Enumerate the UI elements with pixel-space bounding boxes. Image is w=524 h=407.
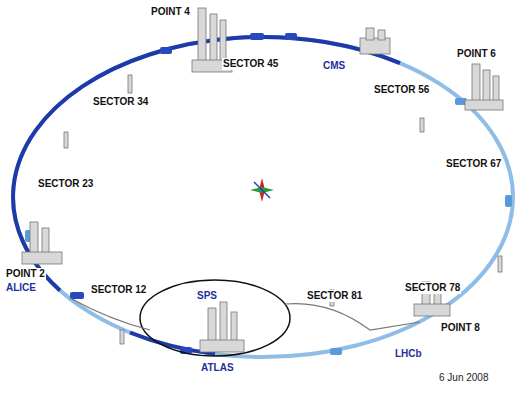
magnets xyxy=(70,33,297,354)
sector-label: SECTOR 81 xyxy=(306,290,363,302)
date-label: 6 Jun 2008 xyxy=(438,372,490,384)
experiment-label: ALICE xyxy=(5,282,37,294)
transfer-line xyxy=(285,304,420,330)
experiment-label: SPS xyxy=(196,290,218,302)
sector-label: SECTOR 78 xyxy=(404,282,461,294)
experiment-label: ATLAS xyxy=(200,362,235,374)
ring xyxy=(13,37,513,357)
point-label: POINT 4 xyxy=(150,6,191,18)
transfer-line xyxy=(70,298,150,330)
experiment-label: LHCb xyxy=(394,348,423,360)
sector-label: SECTOR 12 xyxy=(90,284,147,296)
sector-label: SECTOR 23 xyxy=(37,178,94,190)
magnets-light xyxy=(25,98,512,355)
sector-label: SECTOR 45 xyxy=(222,58,279,70)
sector-label: SECTOR 56 xyxy=(373,84,430,96)
point-label: POINT 8 xyxy=(440,322,481,334)
experiment-label: CMS xyxy=(322,60,346,72)
point-label: POINT 6 xyxy=(456,48,497,60)
ring-dark xyxy=(13,37,400,290)
sector-label: SECTOR 34 xyxy=(92,96,149,108)
sector-label: SECTOR 67 xyxy=(445,158,502,170)
sps-ring xyxy=(140,280,290,356)
compass xyxy=(250,178,274,202)
shafts xyxy=(22,8,503,352)
point-label: POINT 2 xyxy=(5,268,46,280)
